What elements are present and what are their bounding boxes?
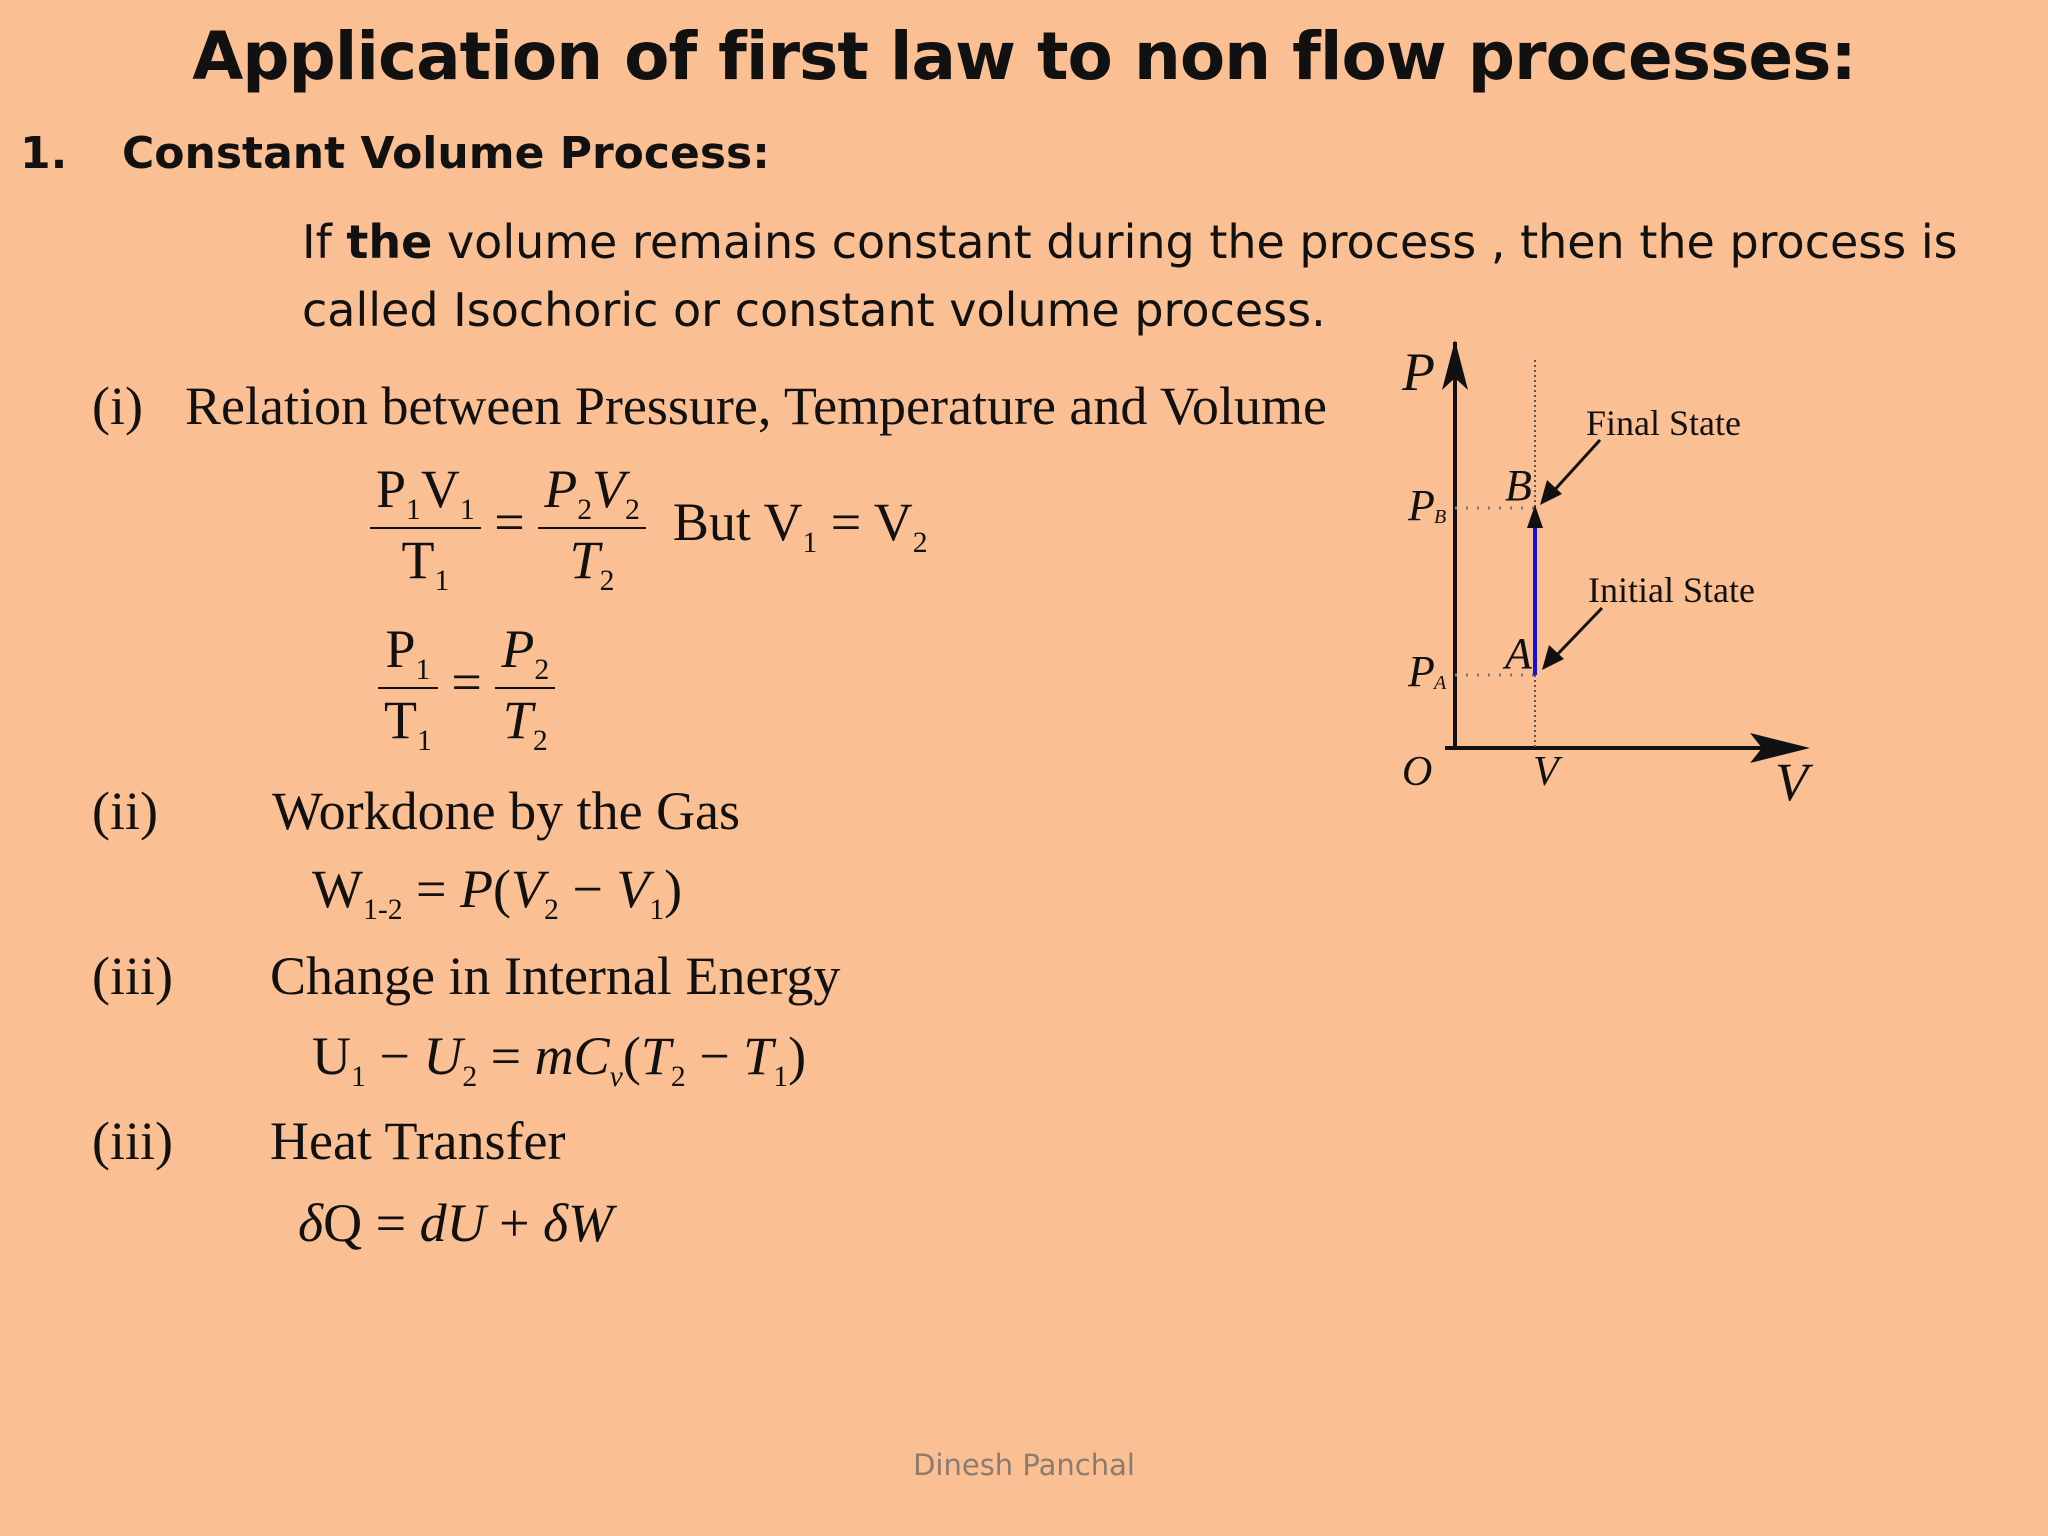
intro-bold: the	[346, 215, 433, 269]
v-tick-label: V	[1533, 749, 1563, 795]
item-3-label: Change in Internal Energy	[270, 946, 841, 1006]
p-axis-arrow-icon	[1442, 340, 1468, 390]
pa-label: P	[1407, 647, 1435, 696]
initial-state-pointer	[1550, 606, 1604, 662]
equation-workdone: W1-2 = P(V2 − V1)	[312, 859, 683, 926]
v-axis-arrow-icon	[1750, 733, 1810, 763]
intro-pre: If	[302, 215, 347, 269]
fraction-p1-t1: P1 T1	[378, 618, 438, 758]
slide-title: Application of first law to non flow pro…	[192, 18, 1857, 95]
item-2-number: (ii)	[92, 781, 158, 841]
pa-subscript: A	[1432, 672, 1447, 694]
initial-state-arrow-icon	[1542, 645, 1564, 670]
final-state-label: Final State	[1586, 403, 1741, 443]
item-3-number: (iii)	[92, 946, 173, 1006]
v-axis-label: V	[1775, 752, 1814, 812]
final-state-pointer	[1548, 438, 1602, 497]
point-a-label: A	[1502, 629, 1533, 678]
footer-author: Dinesh Panchal	[913, 1448, 1135, 1482]
process-arrow-icon	[1527, 505, 1543, 528]
pb-subscript: B	[1434, 506, 1446, 528]
fraction-state-2: P2V2 T2	[538, 458, 646, 598]
item-2-label: Workdone by the Gas	[272, 781, 741, 841]
equation-gas-law: P1V1 T1 = P2V2 T2 But V1 = V2	[370, 458, 928, 598]
fraction-state-1: P1V1 T1	[370, 458, 481, 598]
item-1-label: Relation between Pressure, Temperature a…	[185, 376, 1327, 436]
equation-pressure-temperature: P1 T1 = P2 T2	[378, 618, 556, 758]
item-1-number: (i)	[92, 376, 143, 436]
section-number: 1.	[20, 128, 68, 179]
pb-label: P	[1407, 481, 1435, 530]
final-state-arrow-icon	[1540, 480, 1562, 505]
fraction-p2-t2: P2 T2	[495, 618, 556, 758]
item-4-number: (iii)	[92, 1111, 173, 1171]
pv-diagram: P V O V P B P A B A Final State Initial …	[1401, 340, 1814, 812]
point-b-label: B	[1505, 461, 1532, 510]
item-4-label: Heat Transfer	[270, 1111, 566, 1171]
but-word: But	[672, 492, 751, 553]
intro-post: volume remains constant during the proce…	[302, 215, 1958, 337]
p-axis-label: P	[1401, 342, 1435, 402]
initial-state-label: Initial State	[1588, 570, 1755, 610]
equation-internal-energy: U1 − U2 = mCv(T2 − T1)	[312, 1026, 807, 1093]
equation-heat-transfer: δQ = dU + δW	[298, 1193, 614, 1253]
equals-sign: =	[494, 492, 525, 553]
intro-paragraph: If the volume remains constant during th…	[302, 208, 2002, 344]
origin-label: O	[1402, 749, 1432, 795]
section-heading: Constant Volume Process:	[122, 128, 770, 179]
